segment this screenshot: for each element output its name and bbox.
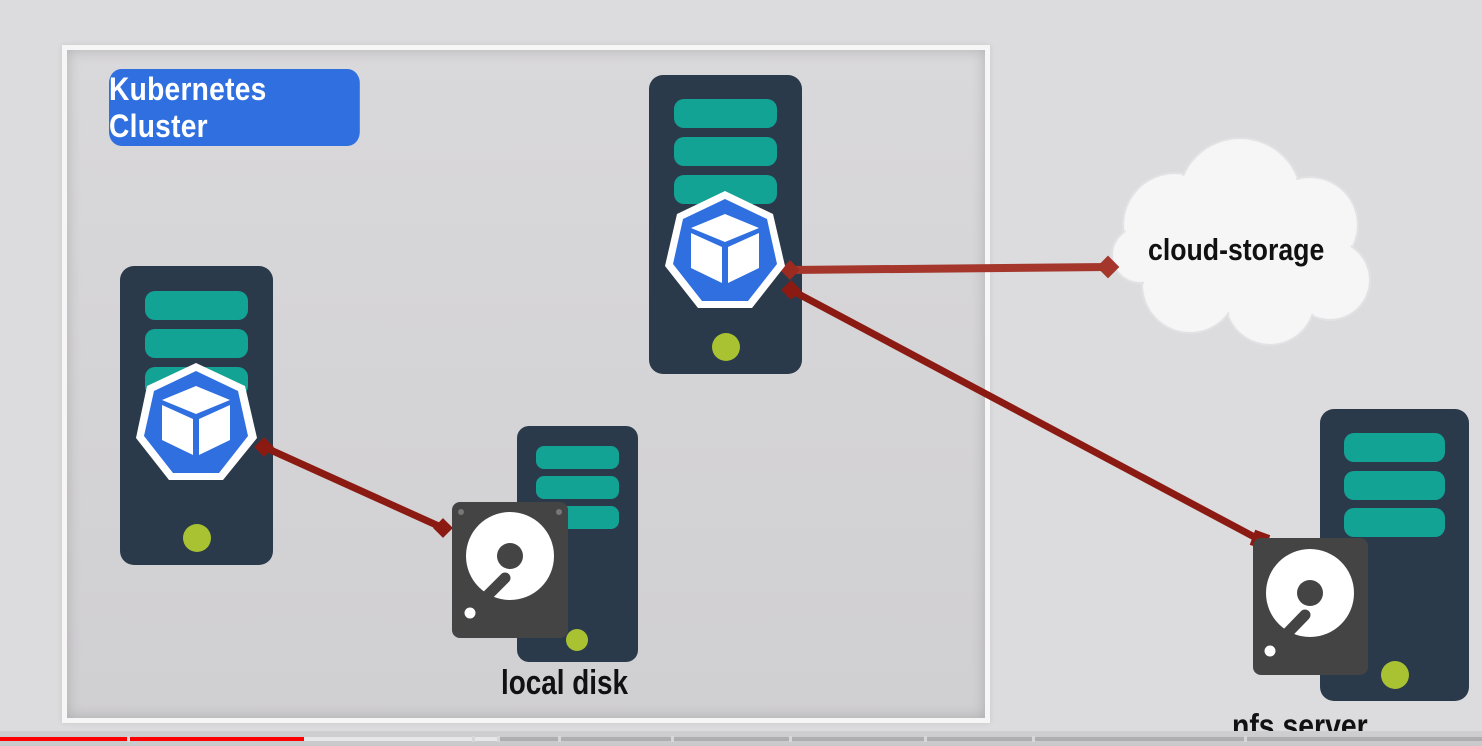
cloud-icon [1111,137,1371,346]
local-disk-label: local disk [501,664,629,702]
chapter-marker [558,736,561,742]
video-progress-bar[interactable] [0,731,1482,746]
chapter-marker [127,736,130,742]
chapter-marker [671,736,674,742]
chapter-marker [497,736,500,742]
hard-disk-icon [1253,538,1368,675]
cloud-storage-label: cloud-storage [1148,232,1325,267]
chapter-marker [1032,736,1035,742]
progress-played [0,737,304,741]
chapter-marker [789,736,792,742]
connector-pod-to-local-disk [254,437,453,538]
cluster-label: Kubernetes Cluster [109,69,360,146]
hard-disk-icon [452,502,568,638]
chapter-marker [924,736,927,742]
kubernetes-pod-icon [136,363,257,480]
chapter-marker [1244,736,1247,742]
progress-track [0,737,1482,741]
chapter-marker [472,736,475,742]
progress-buffered [304,737,499,741]
connector-pod-to-cloud-storage [780,255,1120,280]
kubernetes-pod-icon [665,191,785,308]
